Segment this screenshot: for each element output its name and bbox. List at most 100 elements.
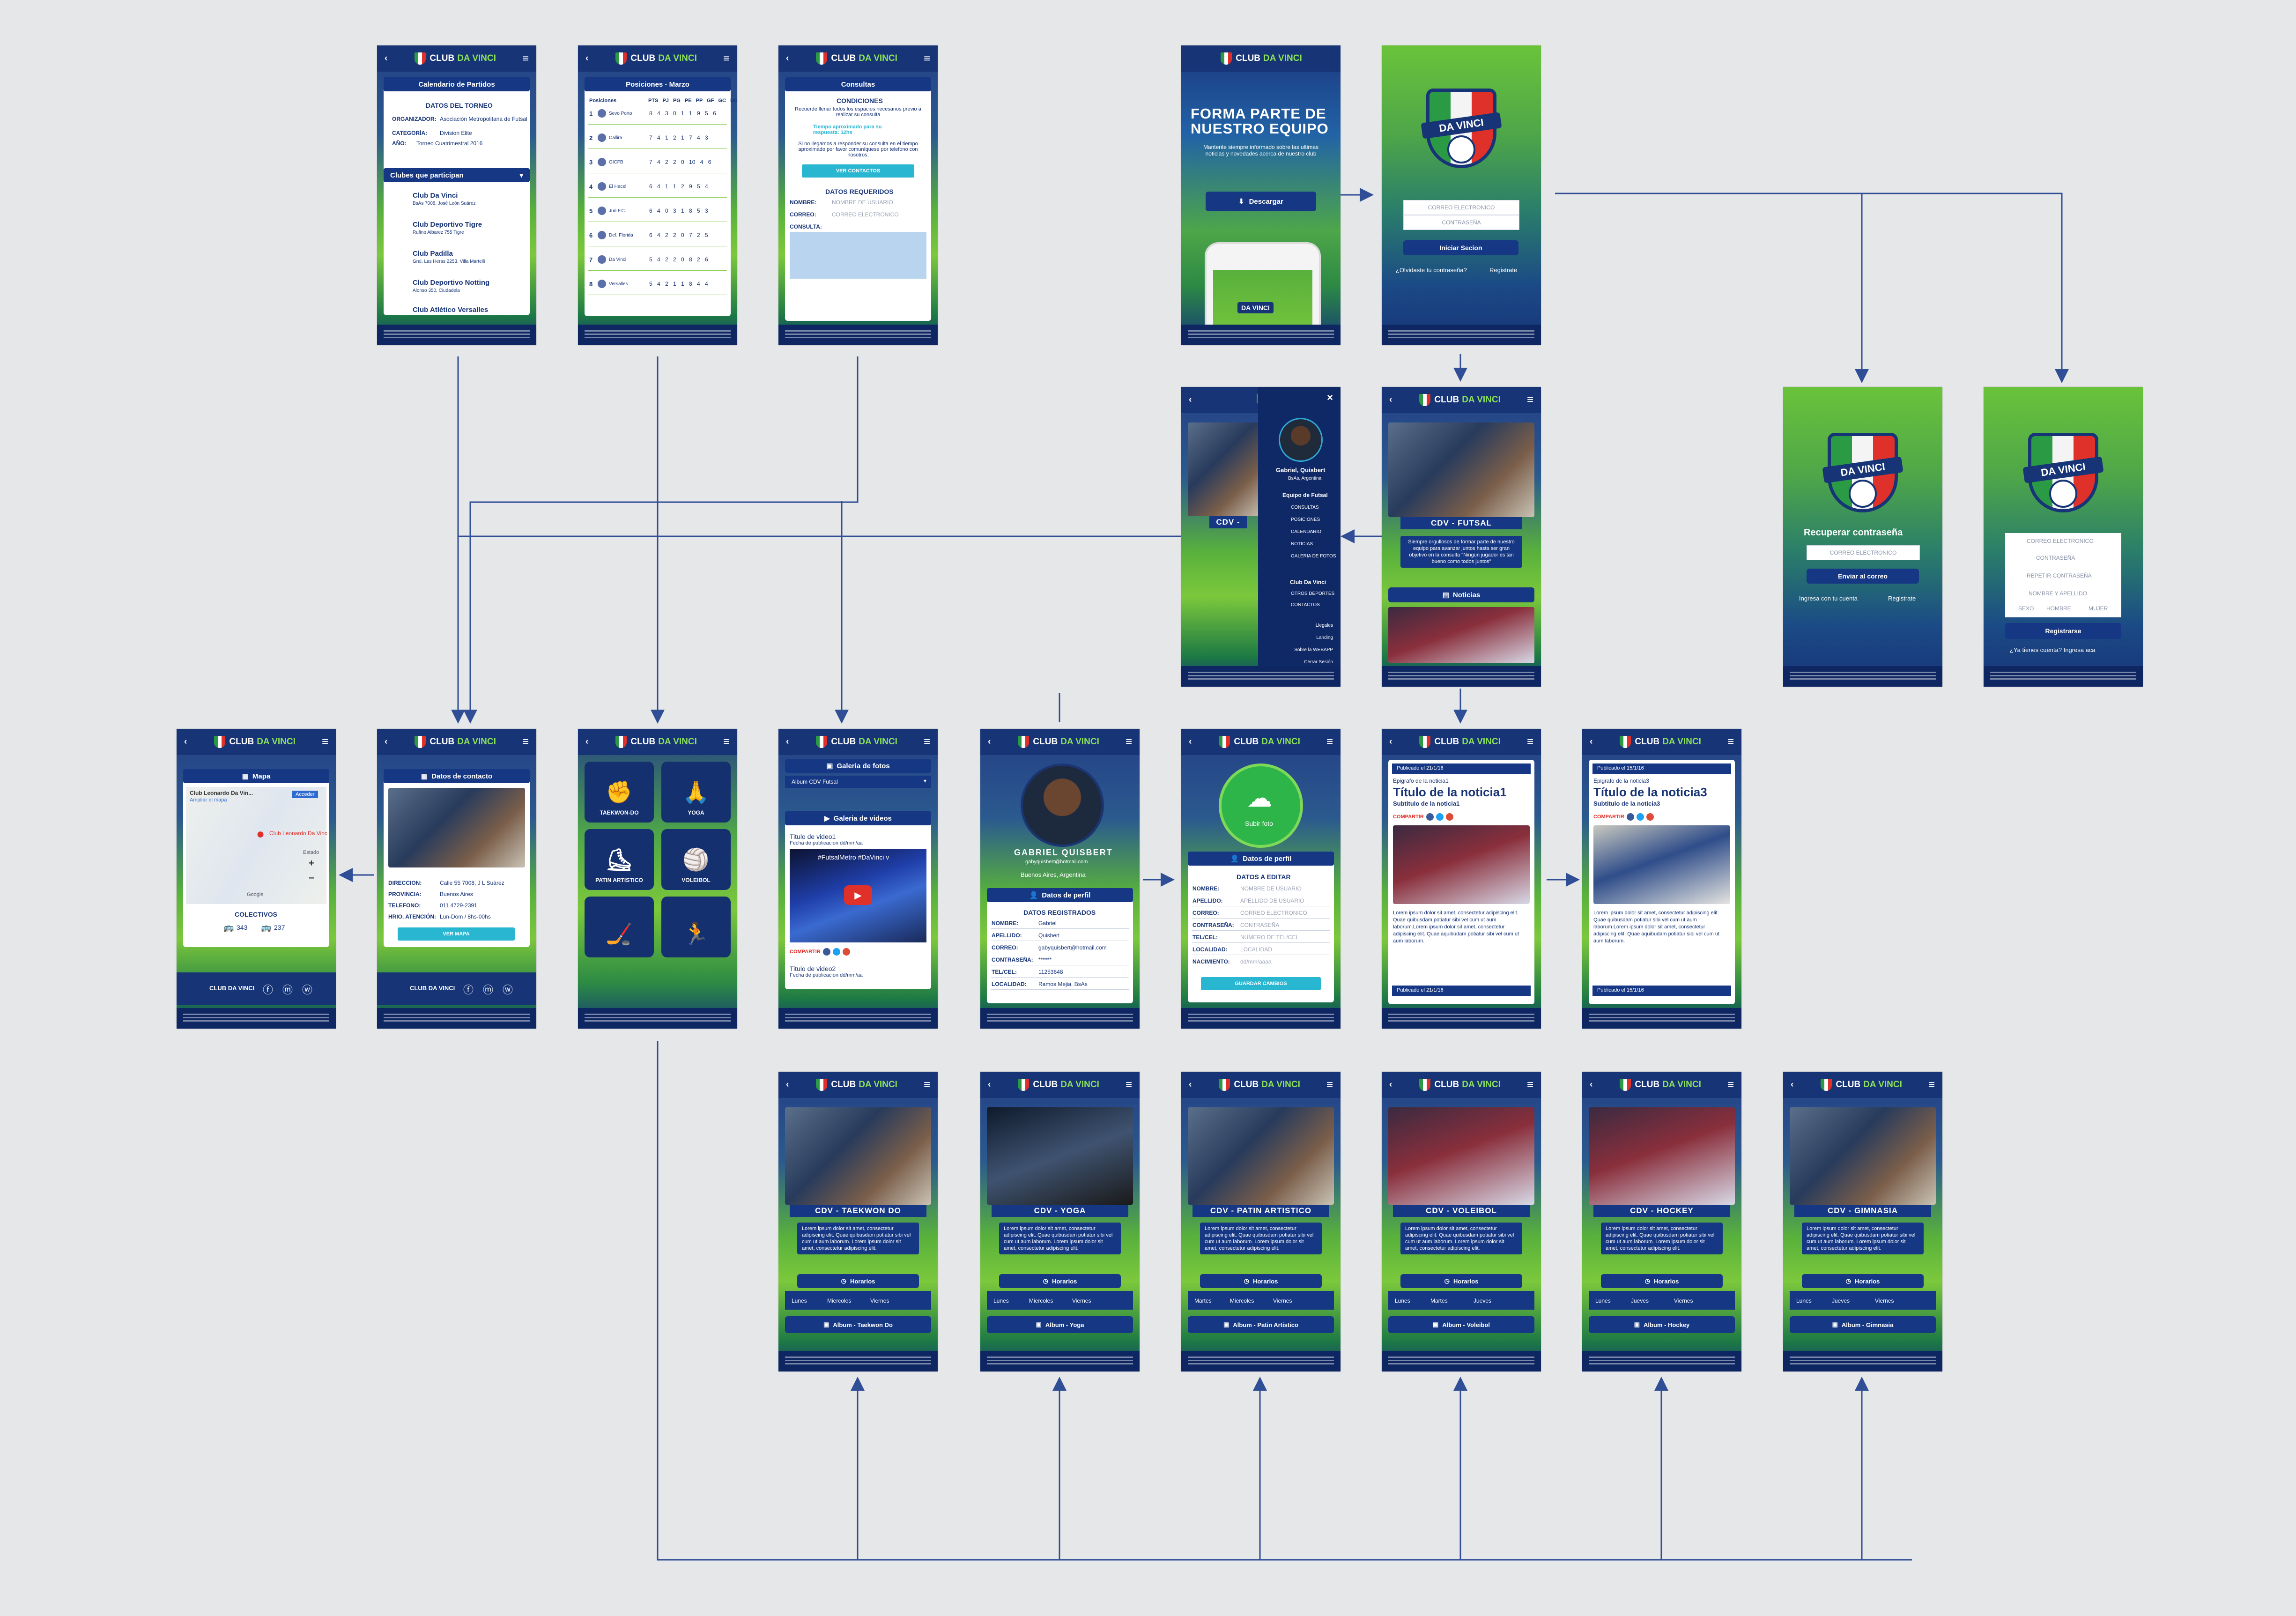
enviar-button[interactable]: Enviar al correo	[1807, 569, 1919, 584]
register-link[interactable]: Registrate	[1489, 267, 1518, 274]
hamburger-menu-icon[interactable]: ≡	[1526, 1078, 1533, 1091]
hamburger-menu-icon[interactable]: ≡	[923, 52, 930, 65]
back-icon[interactable]: ‹	[1189, 1080, 1192, 1090]
hamburger-menu-icon[interactable]: ≡	[1326, 1078, 1333, 1091]
noticias-bar[interactable]: ▤Noticias	[1388, 587, 1534, 602]
facebook-icon[interactable]: ⓕ	[463, 984, 474, 996]
whatsapp-icon[interactable]: ⓦ	[302, 984, 313, 996]
editar-input[interactable]: CORREO ELECTRONICO	[1240, 910, 1307, 916]
club-item[interactable]: Club Da Vinci	[413, 192, 458, 200]
twitter-icon[interactable]	[1436, 813, 1444, 821]
map-acceder-button[interactable]: Acceder	[292, 791, 318, 798]
album-bar[interactable]: ▣Album - Gimnasia	[1790, 1316, 1936, 1333]
back-icon[interactable]: ‹	[786, 737, 789, 747]
menu-item[interactable]: Sobre la WEBAPP	[1294, 647, 1333, 652]
back-icon[interactable]: ‹	[786, 53, 789, 63]
facebook-icon[interactable]	[822, 948, 830, 956]
tile-taekwondo[interactable]: ✊TAEKWON-DO	[585, 762, 654, 823]
messenger-icon[interactable]: ⓜ	[282, 984, 293, 996]
back-icon[interactable]: ‹	[1590, 737, 1593, 747]
hamburger-menu-icon[interactable]: ≡	[723, 735, 730, 748]
hamburger-menu-icon[interactable]: ≡	[1125, 735, 1132, 748]
ingresa-link[interactable]: ¿Ya tienes cuenta? Ingresa aca	[2010, 646, 2096, 653]
login-password-input[interactable]: CONTRASEÑA	[1403, 215, 1519, 230]
menu-item[interactable]: Landing	[1316, 635, 1333, 640]
registrate-link[interactable]: Registrate	[1888, 595, 1916, 602]
reg-repeat-input[interactable]: REPETIR CONTRASEÑA	[2027, 572, 2092, 579]
back-icon[interactable]: ‹	[585, 737, 589, 747]
recuperar-email-input[interactable]: CORREO ELECTRONICO	[1807, 545, 1920, 560]
upload-photo-button[interactable]: ☁ Subir foto	[1219, 764, 1303, 848]
back-icon[interactable]: ‹	[1791, 1080, 1794, 1090]
back-icon[interactable]: ‹	[988, 737, 991, 747]
hamburger-menu-icon[interactable]: ≡	[1326, 735, 1333, 748]
menu-item[interactable]: Cerrar Sesión	[1304, 660, 1333, 665]
ingresa-link[interactable]: Ingresa con tu cuenta	[1799, 595, 1858, 602]
hamburger-menu-icon[interactable]: ≡	[522, 735, 529, 748]
reg-name-input[interactable]: NOMBRE Y APELLIDO	[2029, 590, 2087, 597]
menu-item[interactable]: CONSULTAS	[1291, 505, 1319, 510]
editar-input[interactable]: NUMERO DE TEL/CEL	[1240, 934, 1299, 941]
back-icon[interactable]: ‹	[184, 737, 187, 747]
editar-input[interactable]: dd/mm/aaaa	[1240, 958, 1272, 965]
forgot-link[interactable]: ¿Olvidaste tu contraseña?	[1396, 267, 1467, 274]
clubes-dropdown[interactable]: Clubes que participan▾ Club Da Vinci BsA…	[384, 168, 530, 315]
club-item[interactable]: Club Deportivo Notting	[413, 279, 490, 287]
back-icon[interactable]: ‹	[385, 737, 388, 747]
menu-item[interactable]: OTROS DEPORTES	[1291, 591, 1335, 596]
menu-item[interactable]: NOTICIAS	[1291, 541, 1313, 547]
googleplus-icon[interactable]	[842, 948, 850, 956]
messenger-icon[interactable]: ⓜ	[483, 984, 494, 996]
back-icon[interactable]: ‹	[1389, 737, 1392, 747]
tile-yoga[interactable]: 🙏YOGA	[661, 762, 731, 823]
back-icon[interactable]: ‹	[1590, 1080, 1593, 1090]
consulta-textarea[interactable]	[790, 232, 926, 279]
registrarse-button[interactable]: Registrarse	[2005, 623, 2121, 639]
hamburger-menu-icon[interactable]: ≡	[321, 735, 328, 748]
login-button[interactable]: Iniciar Secion	[1403, 240, 1518, 255]
menu-item[interactable]: Llegales	[1315, 623, 1333, 628]
hamburger-menu-icon[interactable]: ≡	[522, 52, 529, 65]
hamburger-menu-icon[interactable]: ≡	[1928, 1078, 1935, 1091]
menu-item[interactable]: CALENDARIO	[1291, 529, 1322, 534]
back-icon[interactable]: ‹	[1189, 737, 1192, 747]
album-bar[interactable]: ▣Album - Voleibol	[1388, 1316, 1534, 1333]
googleplus-icon[interactable]	[1646, 813, 1654, 821]
facebook-icon[interactable]	[1626, 813, 1634, 821]
play-icon[interactable]: ▶	[844, 885, 872, 905]
club-item[interactable]: Club Deportivo Tigre	[413, 221, 482, 229]
video1-player[interactable]: #FutsalMetro #DaVinci v ▶	[790, 849, 926, 942]
guardar-button[interactable]: GUARDAR CAMBIOS	[1201, 977, 1321, 990]
hamburger-menu-icon[interactable]: ≡	[1526, 735, 1533, 748]
album-bar[interactable]: ▣Album - Patin Artistico	[1188, 1316, 1334, 1333]
menu-item[interactable]: GALERIA DE FOTOS	[1291, 554, 1336, 559]
back-icon[interactable]: ‹	[585, 53, 589, 63]
back-icon[interactable]: ‹	[1189, 395, 1192, 405]
mujer-radio[interactable]: MUJER	[2089, 605, 2108, 612]
facebook-icon[interactable]	[1426, 813, 1434, 821]
hamburger-menu-icon[interactable]: ≡	[923, 1078, 930, 1091]
hamburger-menu-icon[interactable]: ≡	[1727, 735, 1734, 748]
tile-hockey[interactable]: 🏒	[585, 897, 654, 957]
reg-password-input[interactable]: CONTRASEÑA	[2036, 555, 2075, 561]
twitter-icon[interactable]	[832, 948, 840, 956]
hamburger-menu-icon[interactable]: ≡	[1125, 1078, 1132, 1091]
map-ampliar-link[interactable]: Ampliar el mapa	[190, 797, 227, 803]
hamburger-menu-icon[interactable]: ≡	[723, 52, 730, 65]
club-item[interactable]: Club Padilla	[413, 250, 453, 258]
ver-mapa-button[interactable]: VER MAPA	[398, 927, 515, 941]
back-icon[interactable]: ‹	[385, 53, 388, 63]
editar-input[interactable]: APELLIDO DE USUARIO	[1240, 897, 1304, 904]
album-bar[interactable]: ▣Album - Taekwon Do	[785, 1316, 931, 1333]
club-item[interactable]: Club Atlético Versalles	[413, 306, 489, 314]
editar-input[interactable]: CONTRASEÑA	[1240, 922, 1280, 928]
facebook-icon[interactable]: ⓕ	[263, 984, 274, 996]
menu-item[interactable]: POSICIONES	[1291, 517, 1320, 522]
album-select[interactable]: Album CDV Futsal ▾	[785, 776, 931, 788]
login-email-input[interactable]: CORREO ELECTRONICO	[1403, 200, 1519, 215]
back-icon[interactable]: ‹	[1389, 395, 1392, 405]
editar-input[interactable]: NOMBRE DE USUARIO	[1240, 885, 1302, 892]
descargar-button[interactable]: ⬇Descargar	[1206, 192, 1316, 211]
tile-voleibol[interactable]: 🏐VOLEIBOL	[661, 829, 731, 890]
hamburger-menu-icon[interactable]: ≡	[923, 735, 930, 748]
